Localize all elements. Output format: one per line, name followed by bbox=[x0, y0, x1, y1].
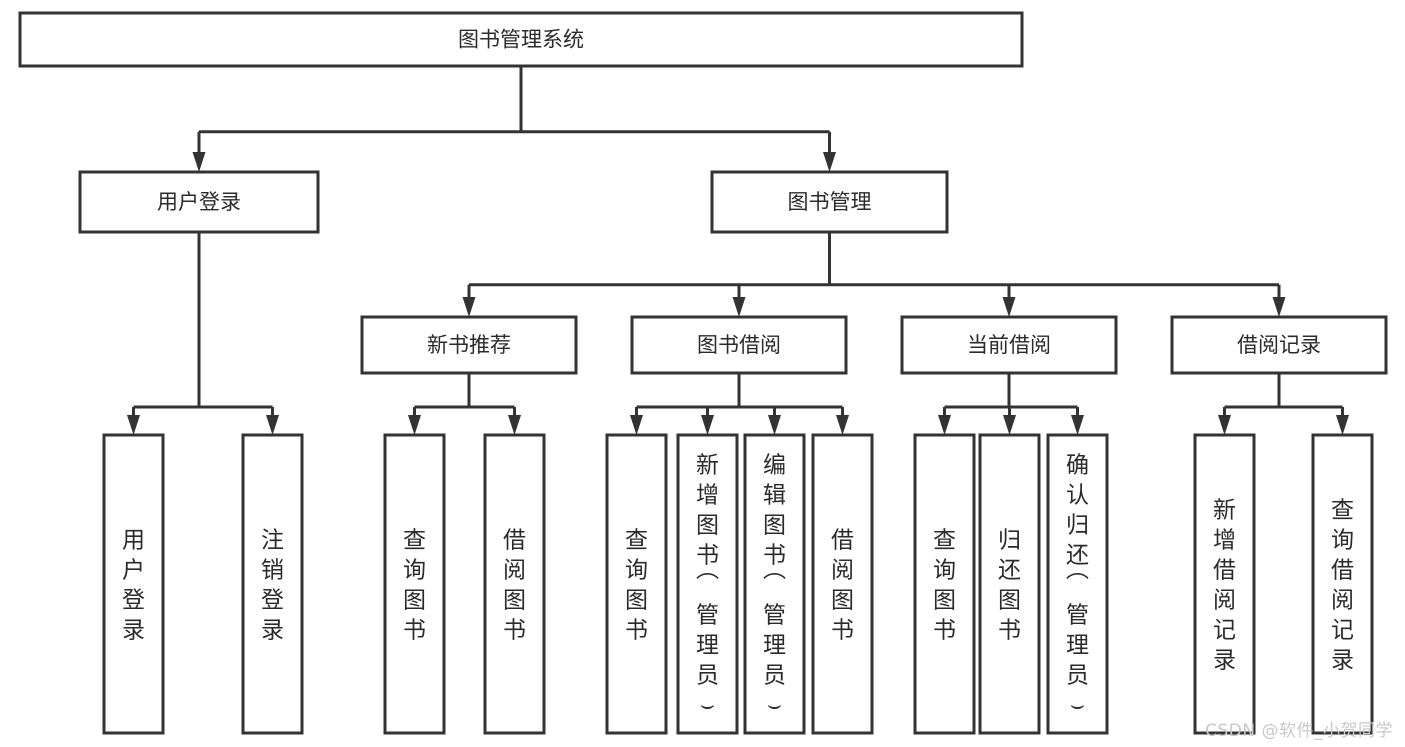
node-l-edit-book[interactable]: 编辑图书⌒管理员⌣ bbox=[743, 433, 806, 735]
node-l-borrow-book-1[interactable]: 借阅图书 bbox=[483, 433, 546, 735]
node-box bbox=[900, 315, 1118, 375]
node-label: 图书管理系统 bbox=[458, 28, 584, 52]
node-root[interactable]: 图书管理系统 bbox=[18, 11, 1024, 68]
node-l-query-book-1[interactable]: 查询图书 bbox=[383, 433, 446, 735]
node-label: 查询图书 bbox=[625, 527, 648, 643]
node-l-query-record[interactable]: 查询借阅记录 bbox=[1311, 433, 1374, 735]
node-l-query-book-3[interactable]: 查询图书 bbox=[913, 433, 976, 735]
node-box bbox=[78, 170, 320, 234]
node-box bbox=[710, 170, 949, 234]
node-n-borrow-record[interactable]: 借阅记录 bbox=[1170, 315, 1388, 375]
node-box bbox=[383, 433, 446, 735]
node-l-logout[interactable]: 注销登录 bbox=[241, 433, 304, 735]
node-label: 用户登录 bbox=[157, 190, 241, 214]
node-layer: 图书管理系统用户登录图书管理新书推荐图书借阅当前借阅借阅记录用户登录注销登录查询… bbox=[18, 11, 1388, 735]
node-box bbox=[978, 433, 1041, 735]
node-label: 用户登录 bbox=[122, 527, 145, 643]
node-box bbox=[102, 433, 165, 735]
node-l-confirm-return[interactable]: 确认归还⌒管理员⌣ bbox=[1046, 433, 1109, 735]
node-box bbox=[630, 315, 848, 375]
node-box bbox=[913, 433, 976, 735]
node-n-book-borrow[interactable]: 图书借阅 bbox=[630, 315, 848, 375]
node-box bbox=[743, 433, 806, 735]
node-label: 注销登录 bbox=[261, 527, 284, 643]
node-box bbox=[1170, 315, 1388, 375]
node-box bbox=[360, 315, 578, 375]
node-l-add-book[interactable]: 新增图书⌒管理员⌣ bbox=[676, 433, 739, 735]
connector-layer bbox=[127, 66, 1349, 435]
node-label: 新增图书⌒管理员⌣ bbox=[696, 452, 719, 718]
node-label: 新书推荐 bbox=[427, 333, 511, 357]
node-box bbox=[605, 433, 668, 735]
node-n-user-login[interactable]: 用户登录 bbox=[78, 170, 320, 234]
node-box bbox=[483, 433, 546, 735]
node-label: 借阅图书 bbox=[503, 527, 526, 643]
node-label: 当前借阅 bbox=[967, 333, 1051, 357]
node-l-add-record[interactable]: 新增借阅记录 bbox=[1193, 433, 1256, 735]
node-box bbox=[676, 433, 739, 735]
node-l-user-login[interactable]: 用户登录 bbox=[102, 433, 165, 735]
node-n-book-manage[interactable]: 图书管理 bbox=[710, 170, 949, 234]
node-box bbox=[1046, 433, 1109, 735]
node-box bbox=[811, 433, 874, 735]
node-l-return-book[interactable]: 归还图书 bbox=[978, 433, 1041, 735]
node-l-borrow-book-2[interactable]: 借阅图书 bbox=[811, 433, 874, 735]
node-label: 确认归还⌒管理员⌣ bbox=[1066, 452, 1089, 718]
node-n-current-borrow[interactable]: 当前借阅 bbox=[900, 315, 1118, 375]
node-box bbox=[1193, 433, 1256, 735]
node-box bbox=[241, 433, 304, 735]
node-label: 查询借阅记录 bbox=[1331, 497, 1354, 673]
node-box bbox=[1311, 433, 1374, 735]
node-label: 查询图书 bbox=[933, 527, 956, 643]
node-label: 查询图书 bbox=[403, 527, 426, 643]
node-label: 新增借阅记录 bbox=[1213, 497, 1236, 673]
node-label: 图书借阅 bbox=[697, 333, 781, 357]
node-label: 归还图书 bbox=[998, 527, 1021, 643]
node-label: 图书管理 bbox=[788, 190, 872, 214]
node-label: 借阅记录 bbox=[1237, 333, 1321, 357]
node-label: 借阅图书 bbox=[831, 527, 854, 643]
node-n-new-book-rec[interactable]: 新书推荐 bbox=[360, 315, 578, 375]
node-l-query-book-2[interactable]: 查询图书 bbox=[605, 433, 668, 735]
node-box bbox=[18, 11, 1024, 68]
node-label: 编辑图书⌒管理员⌣ bbox=[763, 452, 786, 718]
